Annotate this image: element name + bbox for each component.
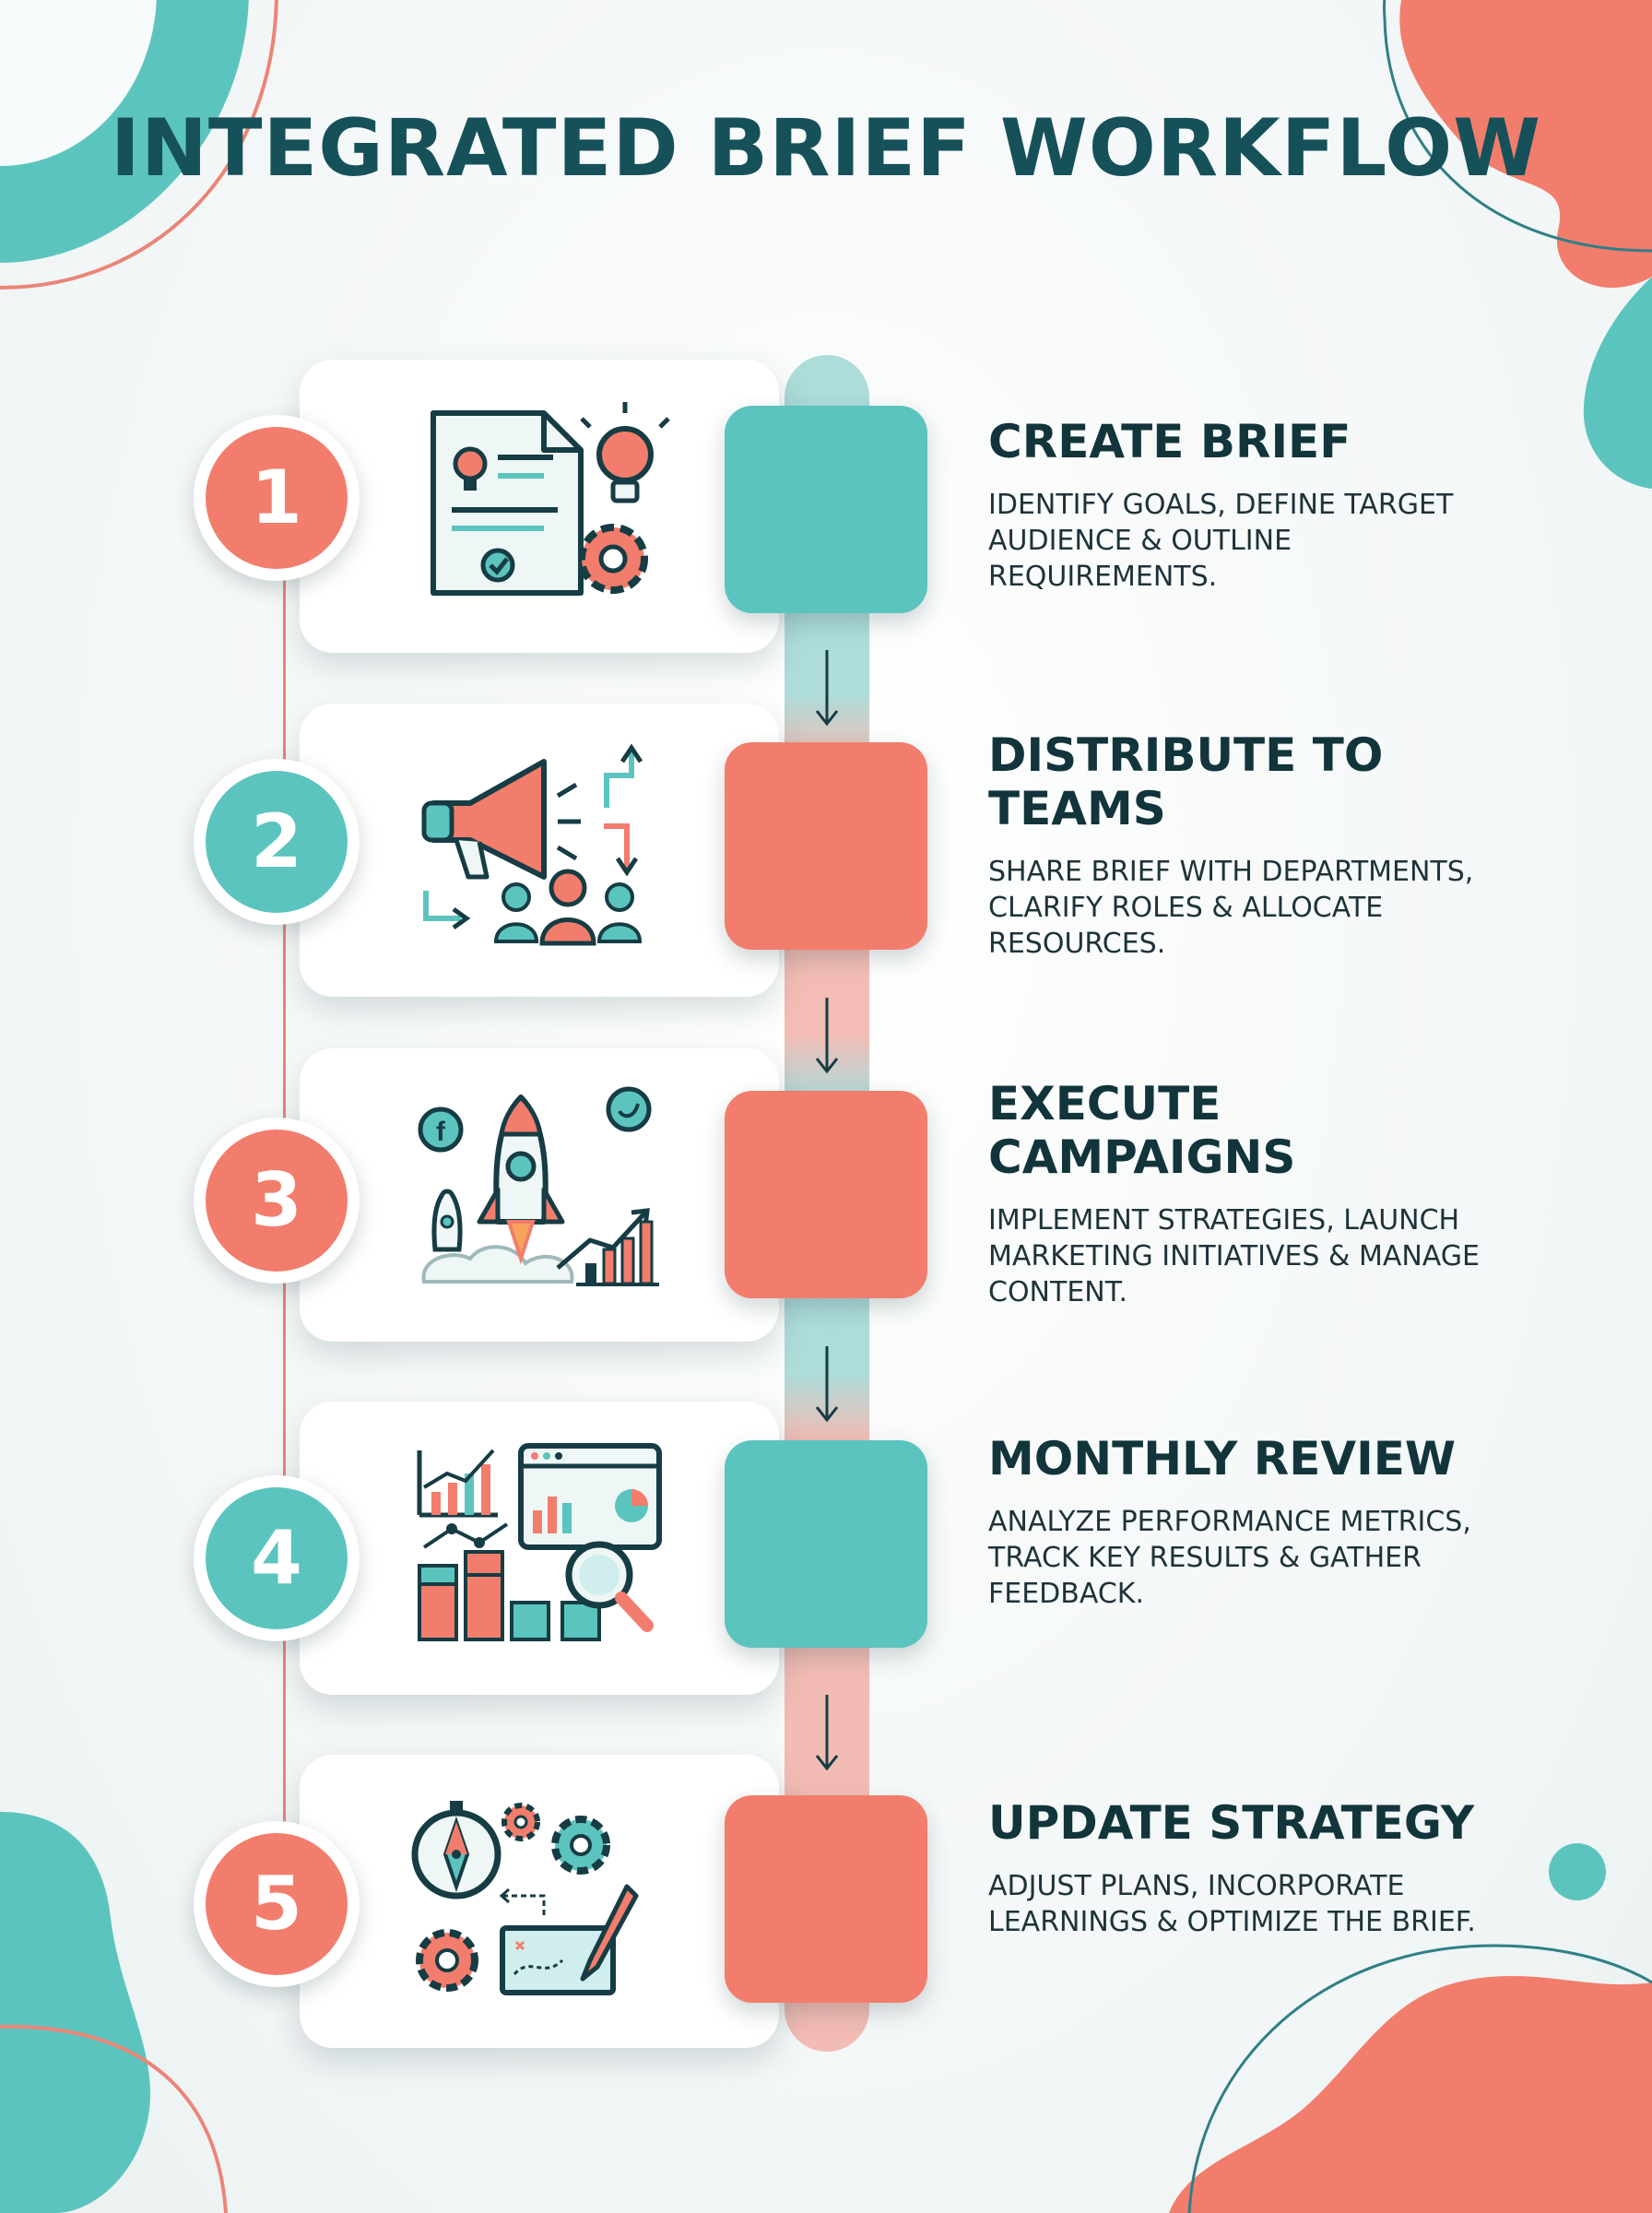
step-3-card: f xyxy=(300,1048,779,1342)
step-3-block xyxy=(725,1091,927,1298)
step-3-badge: 3 xyxy=(194,1118,360,1284)
step-1-card xyxy=(300,360,779,653)
page-title: INTEGRATED BRIEF WORKFLOW xyxy=(110,102,1542,195)
step-4-badge: 4 xyxy=(194,1475,360,1641)
document-lightbulb-gear-icon xyxy=(431,402,670,596)
step-3-text: EXECUTE CAMPAIGNS IMPLEMENT STRATEGIES, … xyxy=(988,1077,1523,1310)
step-3-number: 3 xyxy=(206,1130,348,1272)
step-2-number: 2 xyxy=(206,771,348,913)
step-4-card xyxy=(300,1402,779,1695)
step-5-badge: 5 xyxy=(194,1821,360,1987)
step-2-text: DISTRIBUTE TO TEAMS SHARE BRIEF WITH DEP… xyxy=(988,728,1523,962)
step-4-text: MONTHLY REVIEW ANALYZE PERFORMANCE METRI… xyxy=(988,1432,1523,1612)
bottom-right-coral-blob xyxy=(1169,1975,1652,2213)
step-4-number: 4 xyxy=(206,1487,348,1629)
step-1-text: CREATE BRIEF IDENTIFY GOALS, DEFINE TARG… xyxy=(988,415,1523,595)
step-4-title: MONTHLY REVIEW xyxy=(988,1432,1457,1485)
arrow-down-icon xyxy=(815,650,839,727)
bottom-left-teal-blob xyxy=(0,1812,151,2213)
step-1-block xyxy=(725,406,927,613)
arrow-down-icon xyxy=(815,1695,839,1771)
step-1-title: CREATE BRIEF xyxy=(988,415,1351,468)
arrow-down-icon xyxy=(815,998,839,1074)
step-2-description: SHARE BRIEF WITH DEPARTMENTS, CLARIFY RO… xyxy=(988,856,1474,960)
step-1-number: 1 xyxy=(206,427,348,569)
step-5-number: 5 xyxy=(206,1833,348,1975)
step-2-block xyxy=(725,742,927,950)
step-1-description: IDENTIFY GOALS, DEFINE TARGET AUDIENCE &… xyxy=(988,489,1454,593)
step-2-badge: 2 xyxy=(194,759,360,925)
step-2-title: DISTRIBUTE TO TEAMS xyxy=(988,728,1384,835)
step-3-title: EXECUTE CAMPAIGNS xyxy=(988,1077,1296,1184)
svg-text:f: f xyxy=(436,1117,446,1147)
arrow-down-icon xyxy=(815,1346,839,1423)
step-5-title: UPDATE STRATEGY xyxy=(988,1796,1475,1850)
step-3-description: IMPLEMENT STRATEGIES, LAUNCH MARKETING I… xyxy=(988,1204,1480,1308)
compass-gears-plan-icon xyxy=(411,1801,639,1995)
analytics-magnifier-icon xyxy=(417,1443,662,1641)
step-4-block xyxy=(725,1440,927,1648)
bottom-left-coral-arc xyxy=(0,2024,228,2213)
step-2-card xyxy=(300,704,779,997)
bottom-right-teal-arc xyxy=(1187,1944,1652,2213)
step-5-text: UPDATE STRATEGY ADJUST PLANS, INCORPORAT… xyxy=(988,1796,1523,1940)
step-4-description: ANALYZE PERFORMANCE METRICS, TRACK KEY R… xyxy=(988,1506,1471,1610)
step-5-block xyxy=(725,1795,927,2003)
top-right-teal-blob xyxy=(1583,277,1652,489)
step-5-card xyxy=(300,1755,779,2048)
bottom-right-teal-dot xyxy=(1549,1843,1606,1900)
step-1-badge: 1 xyxy=(194,415,360,581)
rocket-launch-icon: f xyxy=(418,1086,659,1286)
step-5-description: ADJUST PLANS, INCORPORATE LEARNINGS & OP… xyxy=(988,1870,1476,1938)
megaphone-team-icon xyxy=(421,743,643,946)
